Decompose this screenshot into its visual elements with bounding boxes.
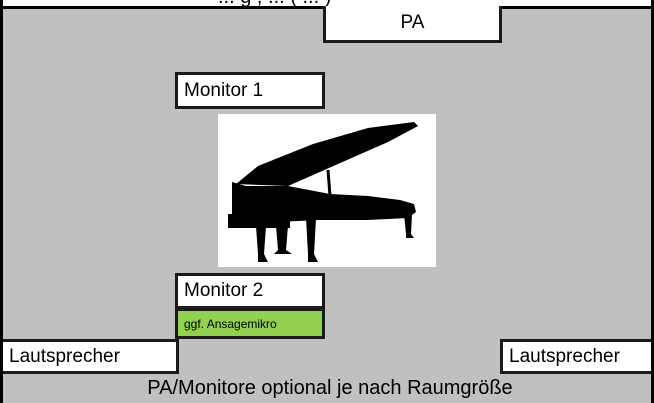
monitor-1-label: Monitor 1	[184, 79, 264, 101]
pa-box: PA	[323, 6, 502, 43]
announcement-mic-box: ggf. Ansagemikro	[175, 308, 325, 339]
monitor-2-label: Monitor 2	[184, 280, 264, 301]
grand-piano-icon	[228, 122, 418, 262]
footer-note: PA/Monitore optional je nach Raumgröße	[147, 377, 513, 399]
monitor-2-box: Monitor 2	[175, 273, 325, 309]
monitor-1-box: Monitor 1	[175, 72, 325, 109]
speaker-left-label: Lautsprecher	[9, 345, 120, 367]
header-text: ... g , ... ( ... )	[218, 0, 331, 6]
speaker-right-label: Lautsprecher	[509, 345, 620, 367]
announcement-mic-label: ggf. Ansagemikro	[184, 316, 277, 331]
pa-label: PA	[400, 12, 425, 33]
speaker-right-box: Lautsprecher	[500, 339, 651, 374]
grand-piano-image	[218, 114, 436, 267]
speaker-left-box: Lautsprecher	[3, 339, 179, 374]
